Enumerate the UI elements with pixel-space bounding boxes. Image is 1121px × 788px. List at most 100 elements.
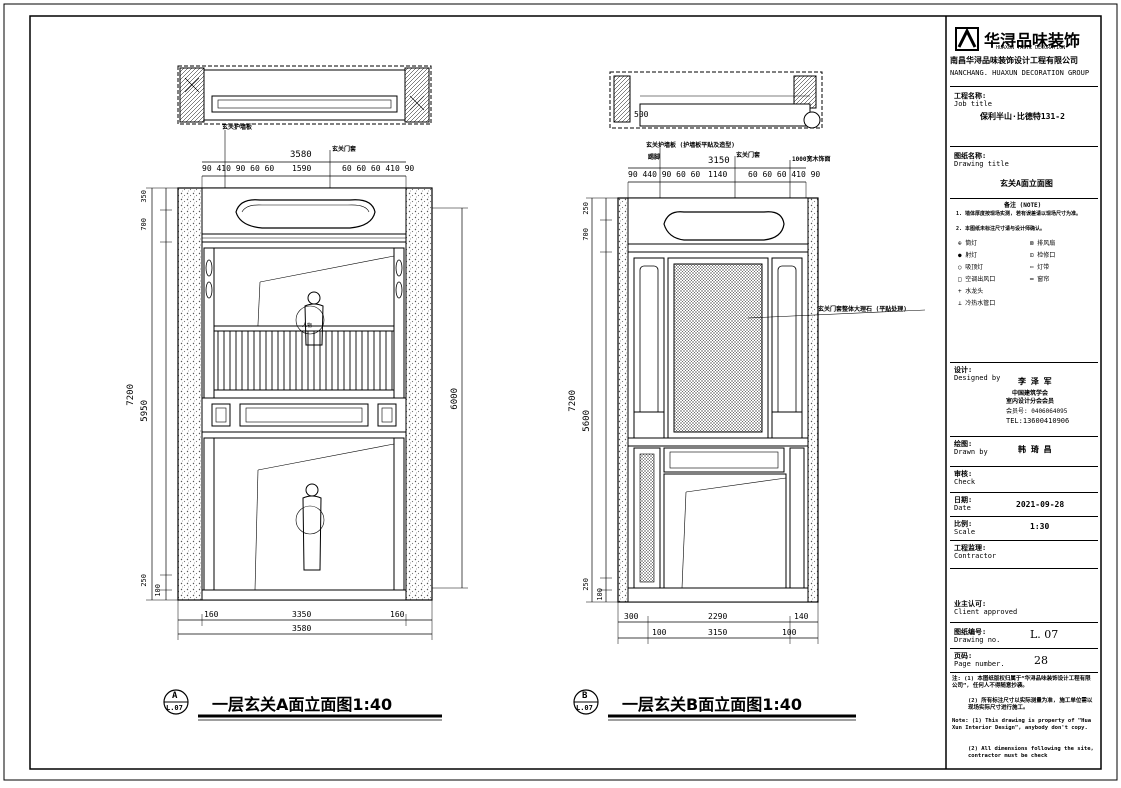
elevation-b-bottom-right: 140 [794, 612, 809, 621]
elevation-b [573, 71, 926, 721]
legend-item: ○ 吸顶灯 [958, 264, 984, 271]
legend-item: □ 空调出风口 [958, 276, 996, 283]
elevation-b-left-mid: 5600 [582, 410, 592, 432]
elevation-a-callout-2: 玄关门套 [332, 146, 357, 153]
elevation-a-callout-1: 玄关护墙板 [222, 124, 253, 131]
designed-key-en: Designed by [954, 374, 1001, 382]
note-cn-1: 注: (1) 本图纸版权归属于“华浔品味装饰设计工程有限公司”, 任何人不得随意… [952, 676, 1091, 689]
elevation-b-left-bot1: 250 [582, 578, 590, 591]
legend-title: 备注 (NOTE) [1004, 202, 1042, 209]
tb-divider [950, 436, 1098, 437]
elevation-a-title: 一层玄关A面立面图1:40 [212, 695, 393, 714]
designer-id: 会员号: 0406064095 [1006, 408, 1068, 415]
sheet-inner-border [29, 15, 1102, 770]
elevation-b-top-left-segments: 90 440 90 60 60 [628, 170, 701, 179]
elevation-b-left-top1: 250 [582, 202, 590, 215]
elevation-b-left-total: 7200 [568, 390, 578, 412]
company-name-cn: 南昌华浔品味装饰设计工程有限公司 [950, 56, 1078, 65]
elevation-a-bottom-left: 160 [204, 610, 219, 619]
tb-divider [950, 540, 1098, 541]
client-key: 业主认可: [954, 600, 987, 608]
client-key-en: Client approved [954, 608, 1018, 616]
elevation-b-plan-dim: 500 [634, 110, 649, 119]
designer-tel: TEL:13600410906 [1006, 417, 1070, 425]
date-value: 2021-09-28 [1016, 500, 1065, 509]
legend-item: + 水龙头 [958, 288, 984, 295]
date-key: 日期: [954, 496, 973, 504]
scale-key-en: Scale [954, 528, 976, 536]
note-en-2: (2) All dimensions following the site, c… [968, 746, 1094, 759]
drawing-title-value: 玄关A面立面图 [1000, 179, 1053, 188]
elevation-a-bottom-total: 3580 [292, 624, 312, 633]
elevation-b-callout-3: 1000宽木饰面 [792, 156, 831, 163]
elevation-b-callout-4: 踢脚 [648, 154, 661, 161]
drawing-no-key-en: Drawing no. [954, 636, 1001, 644]
elevation-a-left-top1: 350 [140, 190, 148, 203]
elevation-a-ornament [235, 199, 376, 229]
elevation-b-callout-1: 玄关护墙板 (护墙板平贴及造型) [646, 142, 735, 149]
page-key: 页码: [954, 652, 973, 660]
designed-key: 设计: [954, 366, 973, 374]
drawing-no-key: 图纸编号: [954, 628, 987, 636]
tb-divider [950, 492, 1098, 493]
designer-name: 李 泽 军 [1018, 377, 1052, 386]
drawn-key: 绘图: [954, 440, 973, 448]
drawing-title-key-en: Drawing title [954, 160, 1009, 168]
tb-divider [950, 466, 1098, 467]
sheet-outer-border [3, 3, 1118, 781]
elevation-b-marble-panel [673, 263, 763, 433]
elevation-b-bottom-inner: 2290 [708, 612, 728, 621]
tb-divider [950, 516, 1098, 517]
legend-item: ⊥ 冷热水管口 [958, 300, 996, 307]
check-key: 审核: [954, 470, 973, 478]
elevation-a-left-mid: 5950 [140, 400, 150, 422]
elevation-a-left-total: 7200 [126, 384, 136, 406]
contractor-key-en: Contractor [954, 552, 997, 560]
elevation-a-right-total: 6000 [450, 388, 460, 410]
elevation-b-bottom-right2: 100 [782, 628, 797, 637]
job-title-key-en: Job title [954, 100, 992, 108]
job-title-key: 工程名称: [954, 92, 987, 100]
company-logo-text: 华浔品味装饰 [984, 31, 1081, 50]
job-title-value: 保利半山·比德特131-2 [980, 112, 1065, 121]
elevation-b-callout-panel: 玄关门套整体大理石 (平贴处理) [818, 306, 907, 313]
company-logo-sub: HUAXUN TASTE DECORATION [996, 45, 1066, 51]
elevation-b-top-mid: 1140 [708, 170, 728, 179]
tb-divider [950, 146, 1098, 147]
elevation-b-bottom-left: 300 [624, 612, 639, 621]
legend-note-2: 2. 本图纸未标注尺寸请与设计师确认。 [956, 226, 1046, 232]
elevation-a-human-figure [295, 291, 325, 571]
contractor-key: 工程监理: [954, 544, 987, 552]
elevation-a-badge-letter: A [172, 691, 178, 701]
elevation-b-bottom-left2: 100 [652, 628, 667, 637]
date-key-en: Date [954, 504, 971, 512]
tb-divider [950, 622, 1098, 623]
elevation-a-left-dims [146, 187, 178, 601]
legend-item: ⊠ 排风扇 [1030, 240, 1056, 247]
elevation-a-left-top2: 700 [140, 218, 148, 231]
scale-key: 比例: [954, 520, 973, 528]
elevation-b-badge-letter: B [582, 691, 588, 701]
legend-item: ⊕ 筒灯 [958, 240, 978, 247]
elevation-b-badge-sheet: L.07 [576, 704, 593, 712]
legend-item: ┅ 灯带 [1030, 264, 1050, 271]
tb-divider [950, 648, 1098, 649]
legend-item: ● 射灯 [958, 252, 978, 259]
elevation-b-top-total: 3150 [708, 156, 730, 166]
drawing-no-value: L. 07 [1030, 628, 1059, 641]
check-key-en: Check [954, 478, 976, 486]
tb-divider [950, 672, 1098, 673]
elevation-b-left-top2: 700 [582, 228, 590, 241]
tb-divider [950, 198, 1098, 199]
drawn-key-en: Drawn by [954, 448, 988, 456]
legend-item: ⊡ 检修口 [1030, 252, 1056, 259]
tb-divider [950, 362, 1098, 363]
note-cn-2: (2) 所有标注尺寸以实际测量为准, 施工单位需以现场实际尺寸进行施工。 [968, 698, 1093, 711]
designer-assoc: 中国建筑学会 [1012, 390, 1049, 397]
scale-value: 1:30 [1030, 522, 1050, 531]
note-en-1: Note: (1) This drawing is property of "H… [952, 718, 1092, 731]
elevation-a-top-mid: 1590 [292, 164, 312, 173]
elevation-b-callout-2: 玄关门套 [736, 152, 761, 159]
